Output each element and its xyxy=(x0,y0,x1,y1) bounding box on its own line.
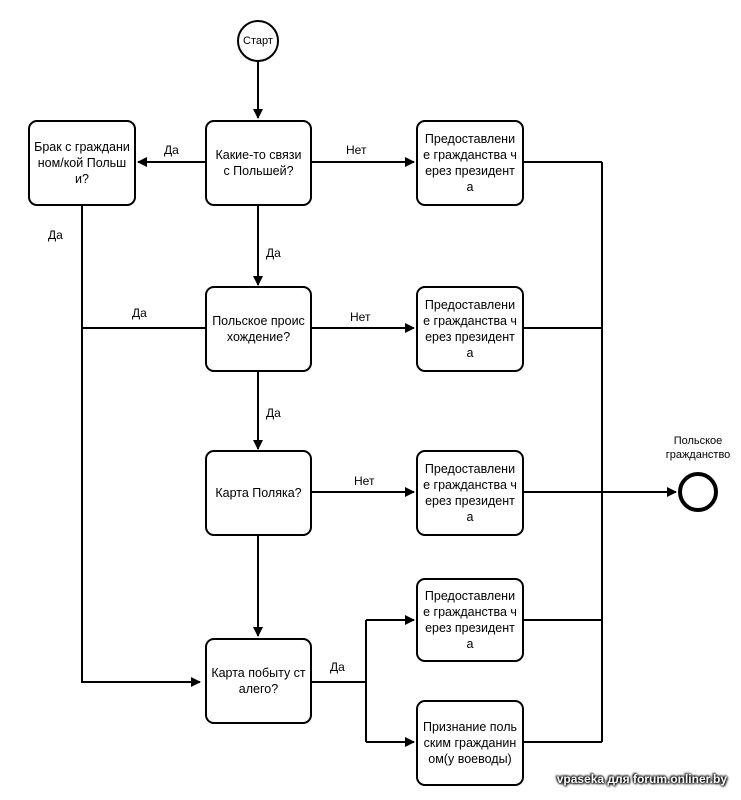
outcome-voivode: Признание польским гражданином(у воеводы… xyxy=(416,700,524,786)
outcome-president-4-label: Предоставление гражданства через президе… xyxy=(423,589,517,651)
decision-marriage-label: Брак с гражданином/кой Польши? xyxy=(34,140,130,186)
decision-marriage: Брак с гражданином/кой Польши? xyxy=(28,120,136,206)
decision-ties-label: Какие-то связи с Польшей? xyxy=(215,148,302,178)
outcome-president-3: Предоставление гражданства через президе… xyxy=(416,450,524,536)
edge-label-yes: Да xyxy=(330,660,345,674)
decision-origin-label: Польское происхождение? xyxy=(212,314,305,344)
outcome-president-2: Предоставление гражданства через президе… xyxy=(416,286,524,372)
watermark: vpaseka для forum.onliner.by xyxy=(556,772,727,786)
decision-karta-pobytu: Карта побыту сталего? xyxy=(205,638,312,724)
decision-ties: Какие-то связи с Польшей? xyxy=(205,120,312,206)
outcome-president-4: Предоставление гражданства через президе… xyxy=(416,578,524,662)
start-node: Старт xyxy=(237,20,279,62)
edge-label-yes: Да xyxy=(48,228,63,242)
end-node xyxy=(678,472,718,512)
edge-label-yes: Да xyxy=(132,306,147,320)
outcome-president-1: Предоставление гражданства через президе… xyxy=(416,120,524,206)
decision-karta-polaka-label: Карта Поляка? xyxy=(215,486,302,500)
outcome-president-3-label: Предоставление гражданства через президе… xyxy=(423,462,517,524)
outcome-president-1-label: Предоставление гражданства через президе… xyxy=(423,132,517,194)
edge-label-yes: Да xyxy=(164,143,179,157)
edge-label-no: Нет xyxy=(354,474,375,488)
end-label: Польское гражданство xyxy=(665,435,731,461)
decision-origin: Польское происхождение? xyxy=(205,286,312,372)
edge-label-no: Нет xyxy=(350,310,371,324)
outcome-voivode-label: Признание польским гражданином(у воеводы… xyxy=(422,720,518,766)
start-label: Старт xyxy=(243,35,273,47)
decision-karta-polaka: Карта Поляка? xyxy=(205,450,312,536)
decision-karta-pobytu-label: Карта побыту сталего? xyxy=(211,666,306,696)
edge-label-no: Нет xyxy=(346,143,367,157)
outcome-president-2-label: Предоставление гражданства через президе… xyxy=(423,298,517,360)
edge-label-yes: Да xyxy=(266,246,281,260)
edge-label-yes: Да xyxy=(266,406,281,420)
